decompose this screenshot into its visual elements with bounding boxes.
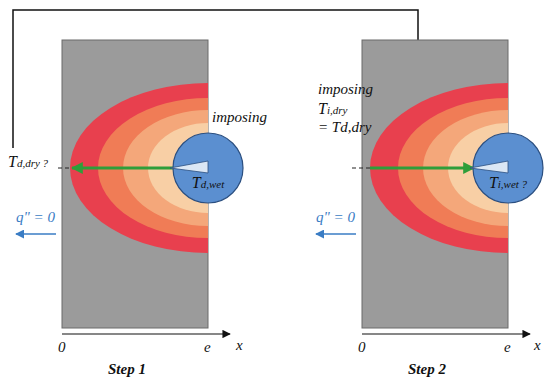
step-title: Step 2 (408, 360, 446, 378)
axis-tick: 0 (58, 338, 66, 356)
unknown-temperature: Td,dry ? (8, 152, 48, 171)
axis-tick: e (204, 338, 211, 356)
flux-label: q" = 0 (316, 208, 355, 226)
axis-name: x (534, 336, 541, 354)
droplet: Ti,wet ? (472, 132, 544, 204)
droplet-temperature: Td,wet (192, 173, 224, 192)
droplet-temperature: Ti,wet ? (489, 173, 527, 192)
axis-tick: 0 (358, 338, 366, 356)
flux-arrow (16, 233, 56, 235)
temperature-label: = Td,dry (318, 118, 371, 136)
droplet-shape (472, 132, 544, 204)
flux-label: q" = 0 (16, 208, 55, 226)
note-text: imposing (318, 80, 373, 98)
droplet-shape (172, 132, 244, 204)
step-title: Step 1 (108, 360, 146, 378)
x-axis (362, 333, 530, 334)
droplet: Td,wet (172, 132, 244, 204)
flux-arrow (316, 233, 356, 235)
axis-name: x (236, 336, 243, 354)
temperature-label: Ti,dry (318, 99, 347, 118)
axis-tick: e (504, 338, 511, 356)
note-text: imposing (212, 108, 267, 126)
x-axis (62, 333, 230, 334)
